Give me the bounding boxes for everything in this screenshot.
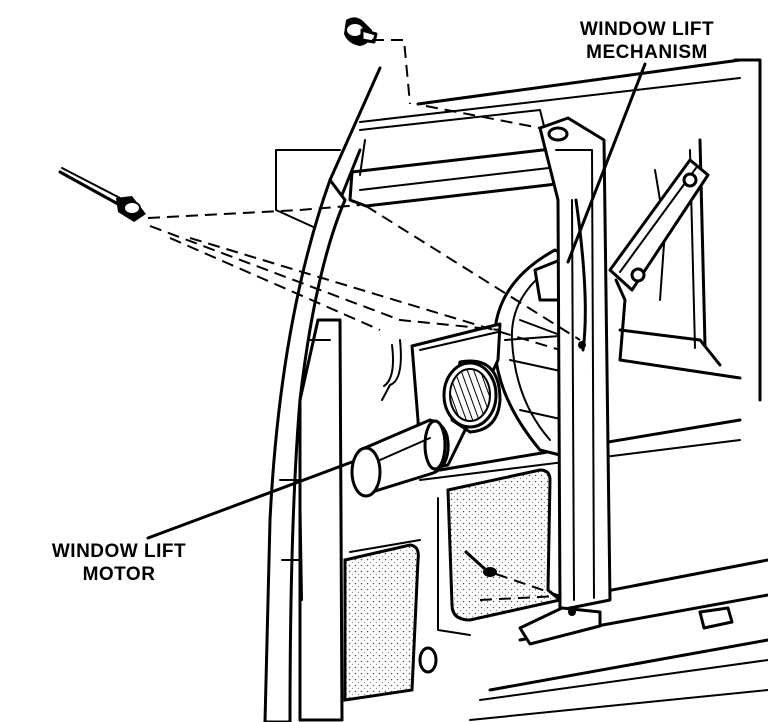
- top-nut: [344, 17, 378, 46]
- sector-gear: [493, 248, 577, 457]
- window-lift-mechanism-label: WINDOW LIFT MECHANISM: [566, 18, 728, 64]
- window-lift-motor-label: WINDOW LIFT MOTOR: [40, 540, 198, 586]
- lower-bolt: [464, 550, 497, 577]
- window-lift-motor: [350, 359, 502, 498]
- door-lower-openings: [343, 468, 564, 702]
- mechanism-label-line-2: MECHANISM: [586, 42, 708, 63]
- alignment-lines: [147, 39, 581, 601]
- door-frame-post: [263, 66, 382, 722]
- window-lift-mechanism: [518, 116, 612, 646]
- side-screw: [58, 167, 146, 222]
- lift-arm: [608, 158, 710, 362]
- mechanism-label-line-1: WINDOW LIFT: [579, 19, 715, 40]
- motor-label-line-2: MOTOR: [82, 564, 156, 585]
- motor-label-line-1: WINDOW LIFT: [51, 541, 187, 562]
- leader-lines: [146, 62, 647, 540]
- upper-trim-rail: [348, 109, 582, 208]
